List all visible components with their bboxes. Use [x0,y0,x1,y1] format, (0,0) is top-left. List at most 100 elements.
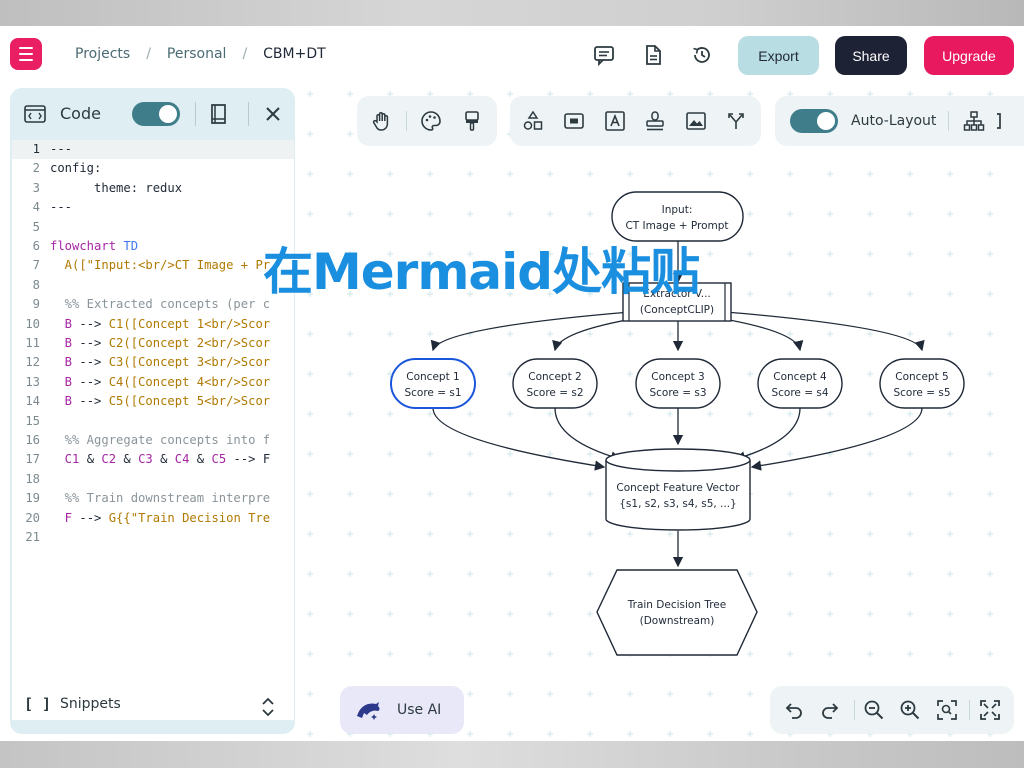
comment-icon[interactable] [593,44,615,66]
node-extractor[interactable]: Extractor V... (ConceptCLIP) [622,282,732,322]
line-number: 4 [32,200,40,215]
rectangle-icon[interactable] [563,110,585,132]
menu-button[interactable] [10,38,42,70]
code-line[interactable]: 11 B --> C2([Concept 2<br/>Scor [12,334,294,353]
code-line[interactable]: 4--- [12,198,294,217]
node-decision-tree[interactable]: Train Decision Tree (Downstream) [596,569,758,656]
grid-mark [347,371,353,377]
grid-mark [587,531,593,537]
grid-mark [667,331,673,337]
document-icon[interactable] [642,44,664,66]
grid-mark [787,651,793,657]
grid-mark [507,571,513,577]
stamp-icon[interactable] [644,110,666,132]
code-token: G{{"Train Decision Tre [108,510,271,525]
grid-mark [827,531,833,537]
fullscreen-icon[interactable] [979,699,1001,721]
code-line[interactable]: 7 A(["Input:<br/>CT Image + Pr [12,256,294,275]
snippets-bar[interactable]: [ ] Snippets [10,683,295,734]
grid-mark [827,251,833,257]
grid-mark [987,651,993,657]
grid-mark [507,331,513,337]
hierarchy-icon[interactable] [963,110,985,132]
code-token: B [50,374,80,389]
grid-mark [787,171,793,177]
code-token: B [50,355,80,370]
code-line[interactable]: 12 B --> C3([Concept 3<br/>Scor [12,353,294,372]
code-token: B [50,336,80,350]
close-icon[interactable] [264,105,282,123]
chevron-up-down-icon[interactable] [260,695,276,719]
code-token: config: [50,161,102,176]
grid-mark [307,91,313,97]
grid-mark [667,251,673,257]
breadcrumb-projects[interactable]: Projects [75,46,131,62]
grid-mark [947,531,953,537]
zoom-in-icon[interactable] [899,699,921,721]
code-line[interactable]: 9 %% Extracted concepts (per c [12,295,294,314]
code-line[interactable]: 10 B --> C1([Concept 1<br/>Scor [12,315,294,334]
breadcrumb-current[interactable]: CBM+DT [263,46,326,62]
code-panel-toggle[interactable] [132,102,180,126]
share-button[interactable]: Share [835,36,907,75]
auto-layout-toggle[interactable] [790,109,838,133]
history-icon[interactable] [691,44,713,66]
zoom-fit-icon[interactable] [936,699,958,721]
line-number: 5 [32,219,40,234]
line-number: 14 [25,394,40,409]
grid-mark [587,171,593,177]
grid-mark [987,491,993,497]
use-ai-button[interactable]: Use AI [340,686,464,734]
code-line[interactable]: 17 C1 & C2 & C3 & C4 & C5 --> F [12,450,294,469]
code-line[interactable]: 16 %% Aggregate concepts into f [12,431,294,450]
breadcrumb: Projects / Personal / CBM+DT [75,46,326,62]
node-feature-vector[interactable]: Concept Feature Vector {s1, s2, s3, s4, … [605,448,751,531]
image-icon[interactable] [685,110,707,132]
grid-mark [907,451,913,457]
code-token: %% Aggregate concepts into f [50,433,271,447]
grid-mark [907,211,913,217]
code-line[interactable]: 1--- [12,140,294,160]
book-icon[interactable] [209,103,229,125]
code-token: C2([Concept 2<br/>Scor [101,336,271,350]
breadcrumb-personal[interactable]: Personal [166,46,227,62]
code-line[interactable]: 3 theme: redux [12,179,294,198]
text-icon[interactable] [604,110,626,132]
zoom-out-icon[interactable] [863,699,885,721]
palette-icon[interactable] [420,110,442,132]
upgrade-button[interactable]: Upgrade [924,36,1014,75]
line-number: 19 [25,491,40,506]
export-button[interactable]: Export [738,36,819,75]
undo-icon[interactable] [784,700,804,720]
code-line[interactable]: 20 F --> G{{"Train Decision Tre [12,509,294,528]
code-line[interactable]: 13 B --> C4([Concept 4<br/>Scor [12,373,294,392]
code-line[interactable]: 19 %% Train downstream interpre [12,489,294,508]
paint-brush-icon[interactable] [461,110,483,132]
node-input[interactable]: Input: CT Image + Prompt [611,191,744,242]
code-line[interactable]: 5 [12,218,294,237]
backdrop-bottom [0,741,1024,768]
grid-mark [507,651,513,657]
code-line[interactable]: 14 B --> C5([Concept 5<br/>Scor [12,392,294,411]
hand-icon[interactable] [371,110,393,132]
code-line[interactable]: 15 [12,412,294,431]
grid-mark [827,411,833,417]
code-line[interactable]: 21 [12,528,294,547]
redo-icon[interactable] [820,700,840,720]
grid-mark [987,371,993,377]
code-line[interactable]: 18 [12,470,294,489]
shapes-icon[interactable] [522,110,544,132]
node-concept-score: Score = s2 [526,387,583,399]
bracket-icon[interactable] [995,110,1003,132]
grid-mark [547,451,553,457]
code-line[interactable]: 8 [12,276,294,295]
connector-icon[interactable] [726,110,748,132]
